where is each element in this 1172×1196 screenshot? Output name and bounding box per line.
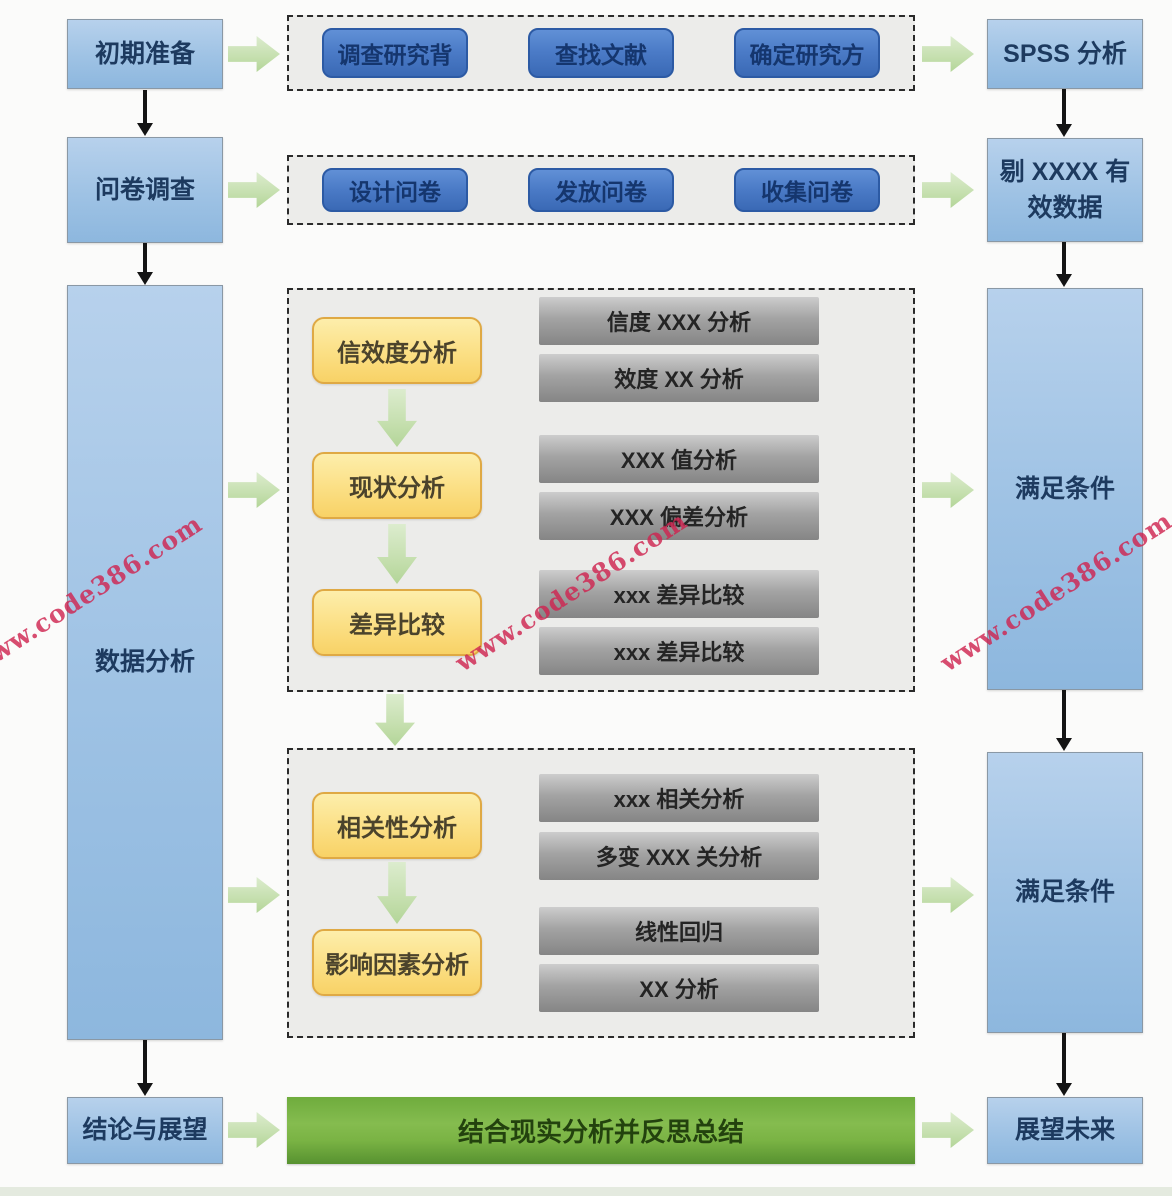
analysis-output-bar: xxx 差异比较 <box>539 570 819 618</box>
flow-arrow <box>1056 690 1072 751</box>
down-arrow-icon <box>377 524 417 584</box>
process-panel-preparation: 调查研究背 查找文献 确定研究方 <box>287 15 915 91</box>
analysis-output-bar: XXX 值分析 <box>539 435 819 483</box>
analysis-output-bar: xxx 差异比较 <box>539 627 819 675</box>
down-arrow-icon <box>377 389 417 447</box>
flow-arrow <box>137 90 153 136</box>
step-button-research-background: 调查研究背 <box>322 28 468 78</box>
analysis-output-bar: xxx 相关分析 <box>539 774 819 822</box>
analysis-output-bar: XX 分析 <box>539 964 819 1012</box>
analysis-output-bar: 效度 XX 分析 <box>539 354 819 402</box>
step-button-design-questionnaire: 设计问卷 <box>322 168 468 212</box>
right-arrow-icon <box>922 877 974 913</box>
summary-bar: 结合现实分析并反思总结 <box>287 1097 915 1164</box>
flow-arrow <box>1056 1033 1072 1096</box>
bottom-edge-strip <box>0 1187 1172 1196</box>
process-panel-questionnaire: 设计问卷 发放问卷 收集问卷 <box>287 155 915 225</box>
right-arrow-icon <box>922 172 974 208</box>
flow-arrow <box>1056 89 1072 137</box>
stage-box-conclusion: 结论与展望 <box>67 1097 223 1164</box>
stage-box-questionnaire: 问卷调查 <box>67 137 223 243</box>
result-box-valid-data: 剔 XXXX 有效数据 <box>987 138 1143 242</box>
down-arrow-icon <box>377 862 417 924</box>
analysis-stage-correlation: 相关性分析 <box>312 792 482 859</box>
result-box-condition-1: 满足条件 <box>987 288 1143 690</box>
step-button-define-research: 确定研究方 <box>734 28 880 78</box>
analysis-output-bar: XXX 偏差分析 <box>539 492 819 540</box>
result-box-future: 展望未来 <box>987 1097 1143 1164</box>
result-box-spss: SPSS 分析 <box>987 19 1143 89</box>
step-button-collect-questionnaire: 收集问卷 <box>734 168 880 212</box>
analysis-output-bar: 线性回归 <box>539 907 819 955</box>
analysis-stage-status: 现状分析 <box>312 452 482 519</box>
right-arrow-icon <box>228 172 280 208</box>
analysis-stage-difference: 差异比较 <box>312 589 482 656</box>
stage-box-data-analysis: 数据分析 <box>67 285 223 1040</box>
right-arrow-icon <box>922 1112 974 1148</box>
analysis-panel-2: 相关性分析 影响因素分析 xxx 相关分析 多变 XXX 关分析 线性回归 XX… <box>287 748 915 1038</box>
down-arrow-icon <box>375 694 415 746</box>
analysis-output-bar: 信度 XXX 分析 <box>539 297 819 345</box>
stage-box-initial-prep: 初期准备 <box>67 19 223 89</box>
right-arrow-icon <box>922 472 974 508</box>
step-button-distribute-questionnaire: 发放问卷 <box>528 168 674 212</box>
analysis-stage-influence-factors: 影响因素分析 <box>312 929 482 996</box>
analysis-output-bar: 多变 XXX 关分析 <box>539 832 819 880</box>
step-button-find-literature: 查找文献 <box>528 28 674 78</box>
right-arrow-icon <box>922 36 974 72</box>
right-arrow-icon <box>228 472 280 508</box>
right-arrow-icon <box>228 1112 280 1148</box>
right-arrow-icon <box>228 877 280 913</box>
flow-arrow <box>137 1040 153 1096</box>
analysis-panel-1: 信效度分析 现状分析 差异比较 信度 XXX 分析 效度 XX 分析 XXX 值… <box>287 288 915 692</box>
flow-arrow <box>1056 242 1072 287</box>
flow-arrow <box>137 243 153 285</box>
analysis-stage-reliability: 信效度分析 <box>312 317 482 384</box>
right-arrow-icon <box>228 36 280 72</box>
result-box-condition-2: 满足条件 <box>987 752 1143 1033</box>
